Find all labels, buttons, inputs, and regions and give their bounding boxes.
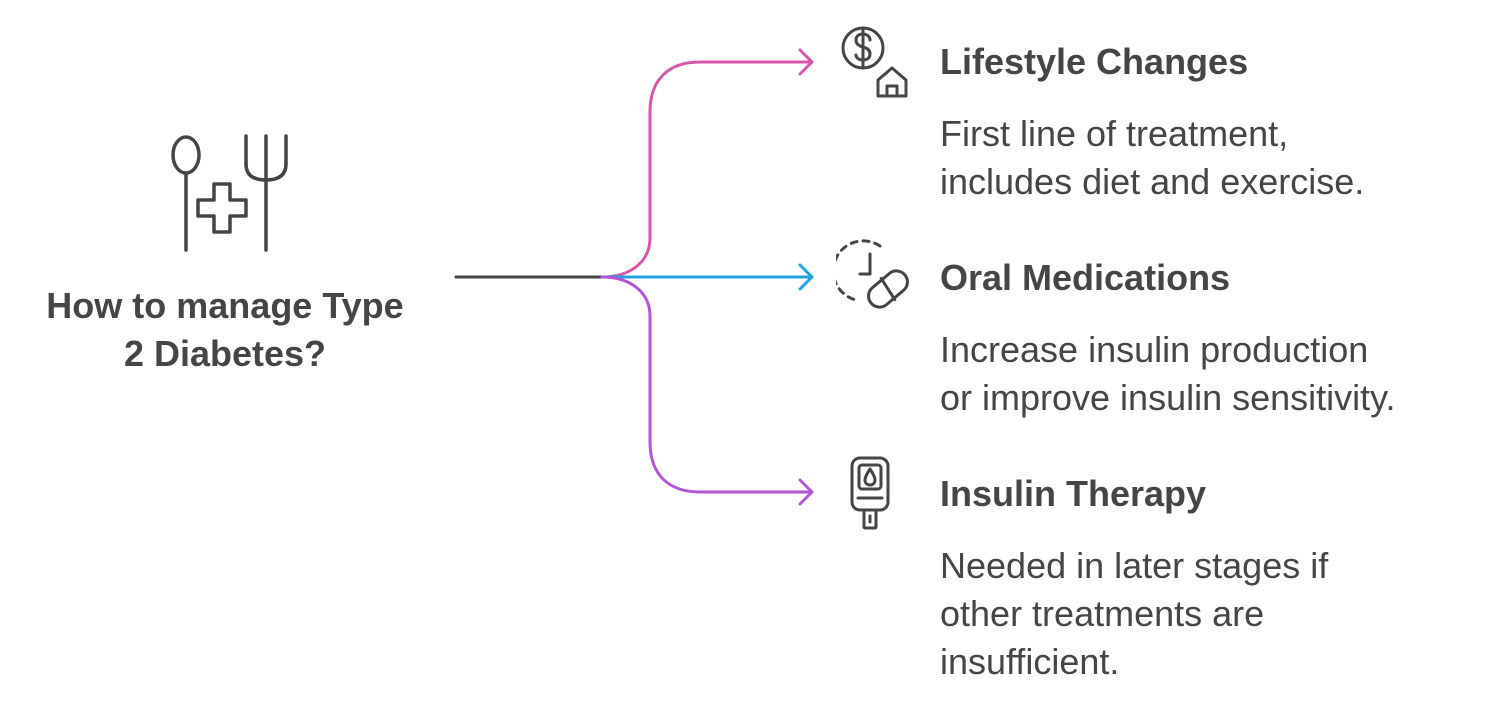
branch-desc-line: Needed in later stages if xyxy=(940,545,1329,586)
branch-title-lifestyle-changes: Lifestyle Changes xyxy=(940,41,1249,82)
utensils-medical-cross-icon xyxy=(171,134,288,252)
branch-desc-oral-medications: Increase insulin production or improve i… xyxy=(940,326,1460,422)
branch-title-oral-medications: Oral Medications xyxy=(940,257,1231,298)
branch-desc-line: insufficient. xyxy=(940,641,1120,682)
arrow-insulin-therapy xyxy=(798,478,814,506)
branch-desc-line: Increase insulin production xyxy=(940,329,1369,370)
connector-insulin-therapy xyxy=(600,275,814,494)
arrow-oral-medications xyxy=(798,263,814,291)
arrow-lifestyle-changes xyxy=(798,48,814,76)
clock-pill-icon xyxy=(836,239,909,309)
root-title: How to manage Type 2 Diabetes? xyxy=(20,282,430,378)
branch-desc-line: or improve insulin sensitivity. xyxy=(940,377,1396,418)
branch-desc-insulin-therapy: Needed in later stages if other treatmen… xyxy=(940,542,1460,686)
root-title-line-1: How to manage Type xyxy=(46,285,404,326)
glucose-meter-icon xyxy=(850,456,890,530)
branch-desc-line: First line of treatment, xyxy=(940,113,1289,154)
connector-lifestyle-changes xyxy=(600,60,814,279)
branch-desc-line: other treatments are xyxy=(940,593,1265,634)
branch-desc-lifestyle-changes: First line of treatment, includes diet a… xyxy=(940,110,1460,206)
money-home-icon xyxy=(841,26,908,98)
branch-title-insulin-therapy: Insulin Therapy xyxy=(940,473,1207,514)
root-title-line-2: 2 Diabetes? xyxy=(123,333,327,374)
branch-desc-line: includes diet and exercise. xyxy=(940,161,1365,202)
